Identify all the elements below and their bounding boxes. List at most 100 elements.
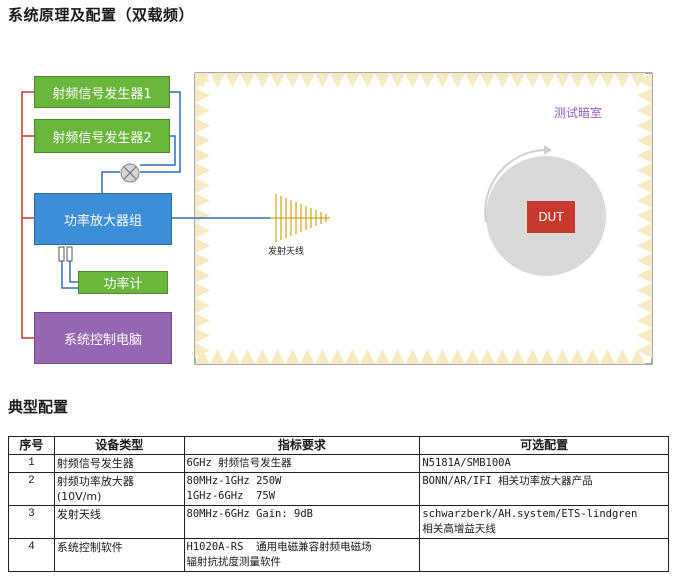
absorber-cone (195, 193, 210, 208)
absorber-cone (435, 349, 450, 364)
transmit-antenna-icon (270, 194, 330, 242)
absorber-cone (637, 298, 652, 313)
absorber-cone (637, 343, 652, 358)
cell-line: 发射天线 (56, 508, 101, 521)
absorber-cone (195, 343, 210, 358)
header-type: 设备类型 (53, 436, 185, 455)
row-option (419, 538, 669, 572)
absorber-cone (270, 73, 285, 88)
absorber-cone (240, 349, 255, 364)
absorber-cone (585, 349, 600, 364)
absorber-cone (195, 103, 210, 118)
absorber-cone (555, 349, 570, 364)
absorber-cone (630, 349, 645, 364)
absorber-cone (255, 73, 270, 88)
absorber-cone (405, 349, 420, 364)
table-row: 1 射频信号发生器 6GHz 射频信号发生器 N5181A/SMB100A (8, 454, 669, 473)
control-wires (21, 91, 34, 339)
cell-line: 1GHz-6GHz 75W (186, 490, 276, 502)
absorber-cone (637, 223, 652, 238)
absorber-cone (420, 349, 435, 364)
row-type: 射频功率放大器 (10V/m) (53, 472, 185, 506)
system-diagram (21, 72, 653, 365)
table-row: 2 射频功率放大器 (10V/m) 80MHz-1GHz 250W 1GHz-6… (8, 472, 669, 506)
absorber-cone (360, 73, 375, 88)
cell-line: H1020A-RS 通用电磁兼容射频电磁场 (186, 541, 372, 553)
absorber-cone (420, 73, 435, 88)
absorber-cone (360, 349, 375, 364)
absorber-cone (195, 178, 210, 193)
section-title: 典型配置 (8, 398, 69, 416)
cell-line: 射频信号发生器 (56, 457, 134, 470)
cell-line: 6GHz 射频信号发生器 (186, 457, 292, 469)
cell-line: N5181A/SMB100A (422, 457, 511, 469)
absorber-cone (270, 349, 285, 364)
absorber-cone (525, 73, 540, 88)
cell-line: 80MHz-6GHz Gain: 9dB (186, 508, 313, 520)
absorber-cone (570, 73, 585, 88)
absorber-cone (195, 298, 210, 313)
absorber-cone (300, 73, 315, 88)
absorber-cone (195, 133, 210, 148)
absorber-cone (585, 73, 600, 88)
header-spec: 指标要求 (183, 436, 421, 455)
row-no: 4 (8, 538, 55, 572)
absorber-cone (615, 349, 630, 364)
absorber-cone (345, 349, 360, 364)
absorber-cone (600, 349, 615, 364)
cell-line: (10V/m) (56, 490, 102, 503)
cell-line: 射频功率放大器 (56, 475, 134, 488)
row-no: 1 (8, 454, 55, 473)
absorber-cone (450, 73, 465, 88)
absorber-cone (240, 73, 255, 88)
absorber-cone (637, 73, 652, 88)
absorber-cone (195, 73, 210, 88)
absorber-cone (210, 349, 225, 364)
absorber-cone (510, 349, 525, 364)
row-no: 2 (8, 472, 55, 506)
row-spec: 80MHz-1GHz 250W 1GHz-6GHz 75W (183, 472, 421, 506)
absorber-cone (195, 163, 210, 178)
amplifier-group: 功率放大器组 (34, 193, 172, 245)
table-row: 3 发射天线 80MHz-6GHz Gain: 9dB schwarzberk/… (8, 505, 669, 539)
antenna-label: 发射天线 (268, 247, 305, 257)
absorber-cone (495, 349, 510, 364)
absorber-cone (195, 208, 210, 223)
absorber-cone (495, 73, 510, 88)
cell-line: 辐射抗扰度测量软件 (186, 556, 282, 568)
absorber-cone (637, 268, 652, 283)
absorber-cone (195, 118, 210, 133)
absorber-cone (435, 73, 450, 88)
absorber-cone (315, 349, 330, 364)
absorber-cone (555, 73, 570, 88)
table-row: 4 系统控制软件 H1020A-RS 通用电磁兼容射频电磁场 辐射抗扰度测量软件 (8, 538, 669, 572)
header-option: 可选配置 (419, 436, 669, 455)
absorber-cone (540, 349, 555, 364)
absorber-cone (637, 148, 652, 163)
absorber-cone (195, 283, 210, 298)
absorber-cone (195, 88, 210, 103)
absorber-cone (465, 73, 480, 88)
absorber-cone (225, 349, 240, 364)
absorber-cone (510, 73, 525, 88)
absorber-cone (525, 349, 540, 364)
absorber-cone (390, 349, 405, 364)
absorber-cone (330, 349, 345, 364)
absorber-cone (255, 349, 270, 364)
absorber-cone (540, 73, 555, 88)
absorber-cones (195, 73, 652, 364)
absorber-cone (375, 73, 390, 88)
dut: DUT (527, 201, 575, 233)
row-no: 3 (8, 505, 55, 539)
absorber-cone (637, 163, 652, 178)
control-pc: 系统控制电脑 (34, 312, 172, 364)
absorber-cone (600, 73, 615, 88)
absorber-cone (390, 73, 405, 88)
combiner-icon (120, 163, 140, 183)
row-spec: 80MHz-6GHz Gain: 9dB (183, 505, 421, 539)
absorber-cone (195, 349, 210, 364)
absorber-cone (637, 178, 652, 193)
row-spec: H1020A-RS 通用电磁兼容射频电磁场 辐射抗扰度测量软件 (183, 538, 421, 572)
row-type: 发射天线 (53, 505, 185, 539)
absorber-cone (570, 349, 585, 364)
